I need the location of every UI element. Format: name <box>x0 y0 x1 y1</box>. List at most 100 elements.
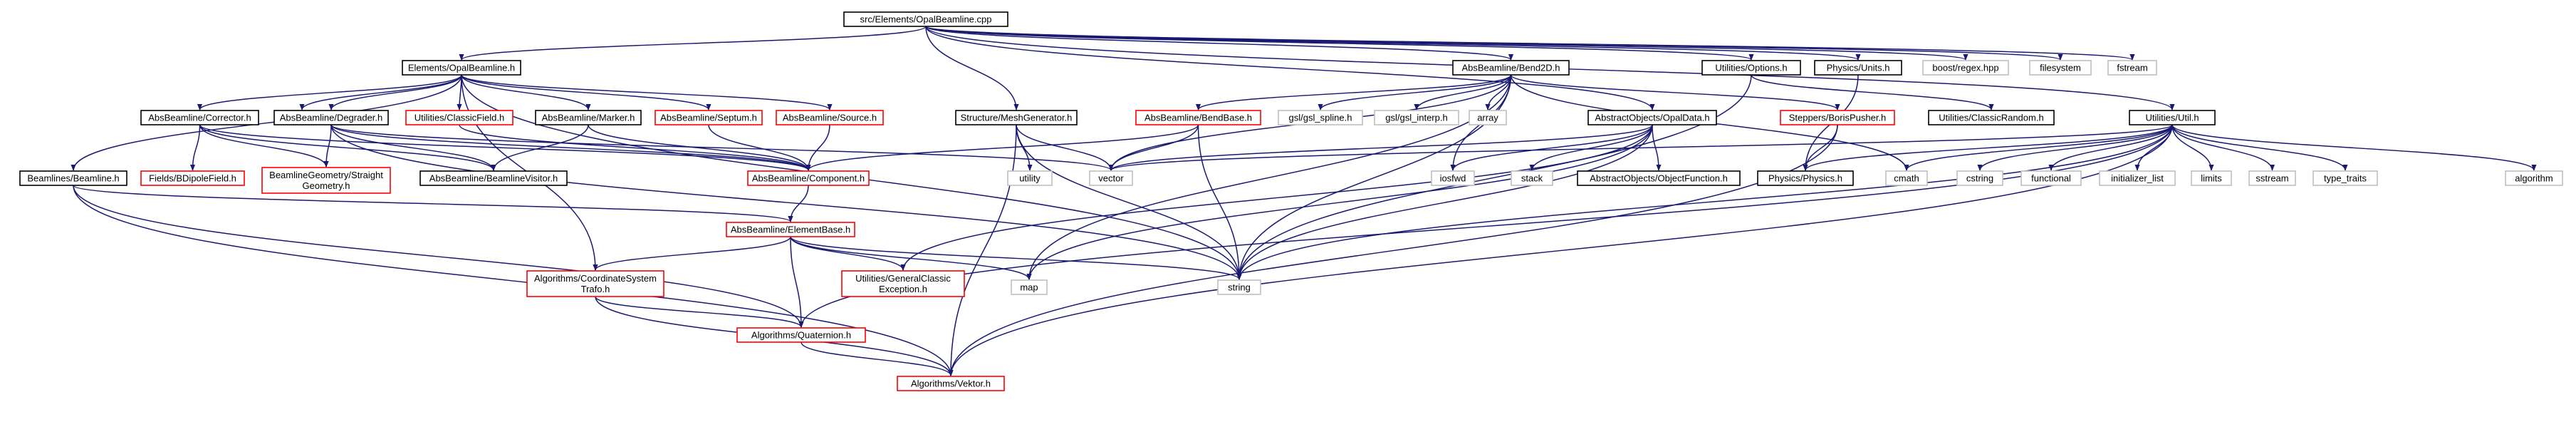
node-options-h[interactable]: Utilities/Options.h <box>1701 60 1801 76</box>
node-label: iosfwd <box>1440 173 1466 184</box>
node-septum-h[interactable]: AbsBeamline/Septum.h <box>655 110 763 125</box>
node-label: limits <box>2201 173 2222 184</box>
edge-util-h-to-physics-h <box>1803 124 2173 171</box>
node-string: string <box>1217 279 1261 295</box>
node-box <box>655 110 763 125</box>
node-beamline-visitor-h[interactable]: AbsBeamline/BeamlineVisitor.h <box>419 170 568 186</box>
node-bendbase-h[interactable]: AbsBeamline/BendBase.h <box>1135 110 1261 125</box>
node-physics-units-h[interactable]: Physics/Units.h <box>1814 60 1902 76</box>
node-iosfwd: iosfwd <box>1431 170 1475 186</box>
edge-marker-h-to-beamline-visitor-h <box>491 124 589 171</box>
edge-root-to-opal-beamline-h <box>459 26 927 61</box>
node-label-line: gsl/gsl_spline.h <box>1289 113 1352 123</box>
node-bend2d-h[interactable]: AbsBeamline/Bend2D.h <box>1452 60 1570 76</box>
edge-source-h-to-component-h <box>805 124 830 171</box>
node-label: algorithm <box>2515 173 2552 184</box>
node-label-line: Exception.h <box>879 284 927 294</box>
node-label: Elements/OpalBeamline.h <box>408 63 515 73</box>
edge-util-h-to-algorithm <box>2171 124 2537 171</box>
edge-bendbase-h-to-vector <box>1108 124 1199 171</box>
node-fstream: fstream <box>2107 60 2157 76</box>
node-vektor-h[interactable]: Algorithms/Vektor.h <box>897 376 1005 391</box>
node-box <box>2029 60 2092 76</box>
edge-util-h-to-vektor-h <box>948 124 2173 376</box>
edge-bendbase-h-to-string <box>1197 124 1242 280</box>
node-opal-beamline-h[interactable]: Elements/OpalBeamline.h <box>402 60 521 76</box>
node-vector: vector <box>1089 170 1133 186</box>
node-box <box>402 60 521 76</box>
node-box <box>1757 170 1854 186</box>
node-label-line: limits <box>2201 173 2222 184</box>
node-box <box>726 222 855 237</box>
node-classic-field-h[interactable]: Utilities/ClassicField.h <box>405 110 513 125</box>
node-label-line: AbsBeamline/Corrector.h <box>148 113 251 123</box>
node-box <box>1511 170 1553 186</box>
node-box <box>2312 170 2378 186</box>
node-boost-regex: boost/regex.hpp <box>1922 60 2009 76</box>
node-map: map <box>1011 279 1048 295</box>
node-label: AbsBeamline/BendBase.h <box>1144 113 1252 123</box>
node-source-h[interactable]: AbsBeamline/Source.h <box>776 110 884 125</box>
node-quaternion-h[interactable]: Algorithms/Quaternion.h <box>736 327 866 343</box>
edge-corrector-h-to-straight-geometry-h <box>199 124 329 168</box>
node-label-line: Elements/OpalBeamline.h <box>408 63 515 73</box>
node-box <box>1814 60 1902 76</box>
edge-opal-data-h-to-iosfwd <box>1450 124 1653 171</box>
edges-layer <box>71 26 2537 376</box>
node-label: fstream <box>2117 63 2147 73</box>
edge-util-h-to-type-traits <box>2171 124 2348 171</box>
node-label-line: AbsBeamline/Bend2D.h <box>1461 63 1560 73</box>
node-label: string <box>1228 282 1251 293</box>
node-boris-pusher-h[interactable]: Steppers/BorisPusher.h <box>1780 110 1895 125</box>
node-label-line: filesystem <box>2040 63 2081 73</box>
node-label-line: Trafo.h <box>581 284 610 294</box>
edge-component-h-to-element-base-h <box>788 185 809 222</box>
edge-options-h-to-string <box>1236 74 1752 280</box>
node-box <box>140 170 245 186</box>
node-label-line: Fields/BDipoleField.h <box>149 173 236 184</box>
node-box <box>2099 170 2176 186</box>
edge-corrector-h-to-component-h <box>199 124 811 171</box>
node-degrader-h[interactable]: AbsBeamline/Degrader.h <box>273 110 389 125</box>
node-box <box>747 170 870 186</box>
edge-opal-data-h-to-vector <box>1108 124 1653 171</box>
node-bdipole-field-h[interactable]: Fields/BDipoleField.h <box>140 170 245 186</box>
edge-degrader-h-to-beamline-visitor-h <box>330 124 496 171</box>
edge-opal-beamline-h-to-degrader-h <box>328 74 462 110</box>
node-element-base-h[interactable]: AbsBeamline/ElementBase.h <box>726 222 855 237</box>
node-box <box>1007 170 1053 186</box>
node-util-h[interactable]: Utilities/Util.h <box>2129 110 2216 125</box>
node-label-line: Geometry.h <box>303 180 350 191</box>
node-label: filesystem <box>2040 63 2081 73</box>
node-mesh-generator-h[interactable]: Structure/MeshGenerator.h <box>955 110 1078 125</box>
edge-util-h-to-vector <box>1108 124 2173 171</box>
node-corrector-h[interactable]: AbsBeamline/Corrector.h <box>140 110 259 125</box>
node-box <box>1278 110 1363 125</box>
node-label: utility <box>1019 173 1041 184</box>
node-box <box>1587 110 1717 125</box>
node-label: gsl/gsl_spline.h <box>1289 113 1352 123</box>
node-physics-h[interactable]: Physics/Physics.h <box>1757 170 1854 186</box>
node-opal-data-h[interactable]: AbstractObjects/OpalData.h <box>1587 110 1717 125</box>
node-marker-h[interactable]: AbsBeamline/Marker.h <box>535 110 642 125</box>
node-label-line: boost/regex.hpp <box>1932 63 1998 73</box>
node-root[interactable]: src/Elements/OpalBeamline.cpp <box>843 11 1008 27</box>
node-box <box>1469 110 1507 125</box>
node-component-h[interactable]: AbsBeamline/Component.h <box>747 170 870 186</box>
node-label-line: AbstractObjects/OpalData.h <box>1595 113 1709 123</box>
node-object-function-h[interactable]: AbstractObjects/ObjectFunction.h <box>1577 170 1741 186</box>
node-label-line: AbsBeamline/Component.h <box>752 173 865 184</box>
edge-septum-h-to-component-h <box>708 124 811 171</box>
node-beamline-h[interactable]: Beamlines/Beamline.h <box>19 170 127 186</box>
node-label: AbsBeamline/Corrector.h <box>148 113 251 123</box>
node-classic-random-h[interactable]: Utilities/ClassicRandom.h <box>1928 110 2055 125</box>
node-box <box>261 167 391 194</box>
node-label-line: AbsBeamline/ElementBase.h <box>731 225 850 235</box>
edge-bend2d-h-to-boris-pusher-h <box>1510 74 1840 110</box>
node-label-line: stack <box>1521 173 1543 184</box>
